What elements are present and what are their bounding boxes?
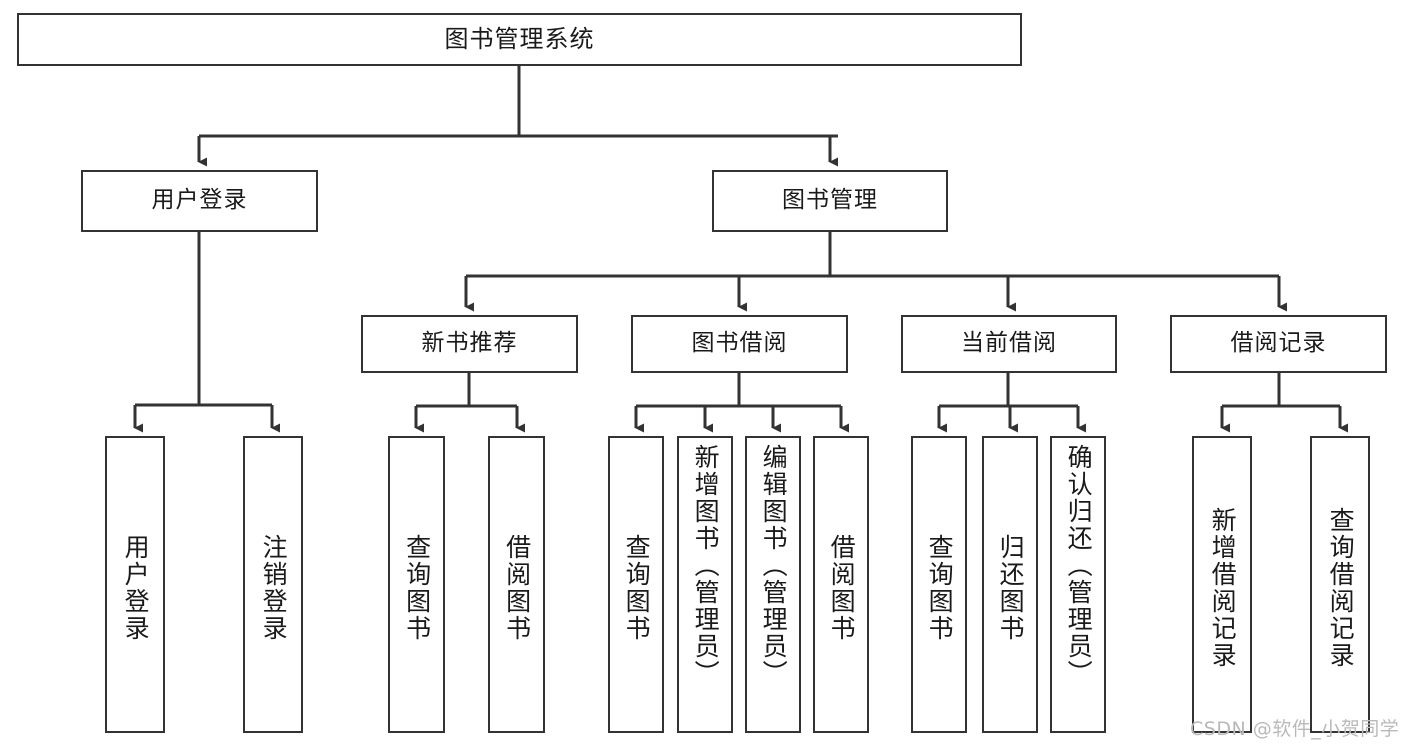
node-book-manage[interactable]: 图书管理	[712, 170, 948, 232]
node-leaf-borrow-book-2[interactable]: 借阅图书	[813, 436, 869, 733]
node-leaf-query-book-2[interactable]: 查询图书	[608, 436, 664, 733]
node-leaf-query-borrow-record[interactable]: 查询借阅记录	[1310, 436, 1370, 733]
node-label: 归还图书	[996, 533, 1026, 642]
node-label: 查询图书	[925, 533, 955, 642]
node-leaf-return-book[interactable]: 归还图书	[982, 436, 1038, 733]
node-label: 当前借阅	[961, 330, 1057, 357]
node-label: 查询借阅记录	[1326, 506, 1356, 669]
node-user-login[interactable]: 用户登录	[81, 170, 318, 232]
csdn-watermark: CSDN @软件_小贺同学	[1190, 718, 1400, 740]
node-label: 图书管理	[782, 187, 878, 214]
node-label: 查询图书	[402, 533, 432, 642]
node-leaf-query-book-3[interactable]: 查询图书	[911, 436, 967, 733]
node-leaf-edit-book-admin[interactable]: 编辑图书（管理员）	[745, 436, 801, 733]
node-leaf-confirm-return-admin[interactable]: 确认归还（管理员）	[1050, 436, 1106, 733]
node-label: 借阅图书	[502, 533, 532, 642]
node-leaf-user-login[interactable]: 用户登录	[105, 436, 165, 733]
node-label: 新增图书（管理员）	[691, 444, 721, 687]
node-label: 用户登录	[121, 533, 151, 642]
node-label: 查询图书	[622, 533, 652, 642]
node-leaf-add-book-admin[interactable]: 新增图书（管理员）	[677, 436, 733, 733]
node-label: 借阅记录	[1230, 330, 1327, 357]
node-leaf-add-borrow-record[interactable]: 新增借阅记录	[1192, 436, 1252, 733]
node-leaf-borrow-book-1[interactable]: 借阅图书	[488, 436, 545, 733]
node-label: 注销登录	[259, 533, 289, 642]
node-label: 用户登录	[151, 187, 248, 214]
node-new-book-recommend[interactable]: 新书推荐	[361, 315, 578, 373]
node-label: 编辑图书（管理员）	[759, 444, 789, 687]
node-label: 图书管理系统	[444, 25, 595, 54]
node-current-borrow[interactable]: 当前借阅	[901, 315, 1117, 373]
node-label: 新书推荐	[421, 330, 518, 357]
node-borrow-record[interactable]: 借阅记录	[1170, 315, 1387, 373]
node-leaf-query-book-1[interactable]: 查询图书	[388, 436, 445, 733]
node-root-system[interactable]: 图书管理系统	[17, 13, 1022, 66]
node-label: 新增借阅记录	[1208, 506, 1238, 669]
node-label: 借阅图书	[827, 533, 857, 642]
node-label: 图书借阅	[691, 330, 788, 357]
node-leaf-logout-login[interactable]: 注销登录	[243, 436, 303, 733]
node-book-borrow[interactable]: 图书借阅	[631, 315, 848, 373]
node-label: 确认归还（管理员）	[1064, 444, 1094, 687]
